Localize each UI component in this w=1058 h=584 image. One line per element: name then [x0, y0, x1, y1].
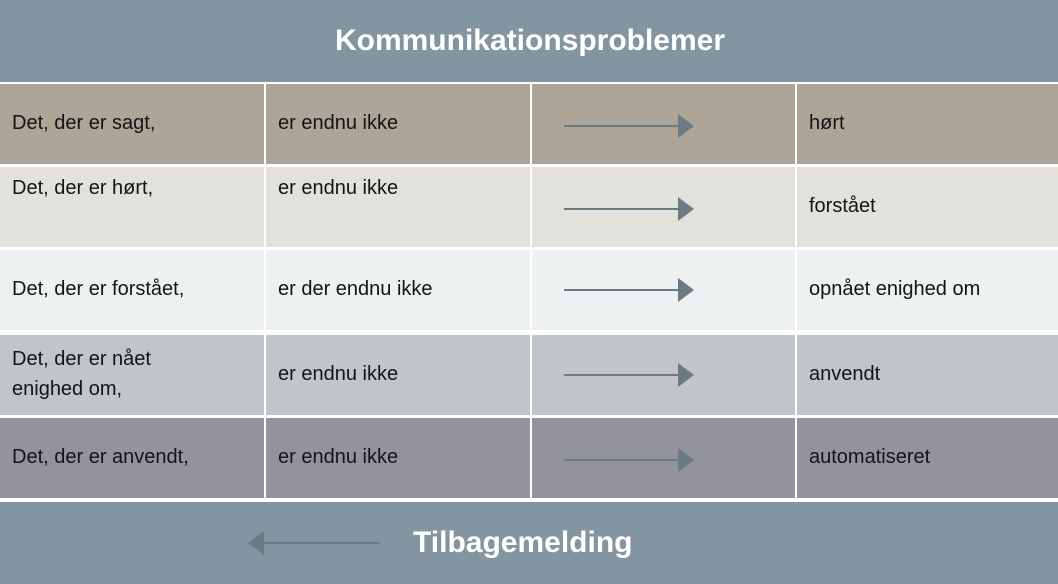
right-arrow-icon	[564, 448, 694, 472]
result-cell: anvendt	[797, 335, 1058, 415]
result-text: forstået	[809, 195, 876, 217]
subject-text: Det, der er forstået,	[12, 278, 185, 300]
right-arrow-icon	[564, 278, 694, 302]
subject-cell: Det, der er hørt,	[0, 167, 264, 247]
header-band: Kommunikationsproblemer	[0, 0, 1058, 82]
condition-cell: er der endnu ikke	[266, 250, 530, 330]
arrow-cell	[532, 418, 795, 498]
diagram-row-2: Det, der er hørt, er endnu ikke forstået	[0, 167, 1058, 247]
condition-text: er endnu ikke	[278, 177, 399, 199]
diagram-row-5: Det, der er anvendt, er endnu ikke autom…	[0, 418, 1058, 498]
right-arrow-icon	[564, 363, 694, 387]
diagram-row-4: Det, der er nået enighed om, er endnu ik…	[0, 335, 1058, 415]
result-text: automatiseret	[809, 446, 931, 468]
diagram-row-1: Det, der er sagt, er endnu ikke hørt	[0, 84, 1058, 164]
arrow-cell	[532, 167, 795, 247]
subject-cell: Det, der er nået enighed om,	[0, 335, 264, 415]
subject-text: Det, der er nået enighed om,	[12, 348, 151, 400]
result-cell: automatiseret	[797, 418, 1058, 498]
result-text: anvendt	[809, 363, 881, 385]
diagram-row-3: Det, der er forstået, er der endnu ikke …	[0, 250, 1058, 330]
condition-text: er endnu ikke	[278, 363, 399, 385]
subject-text: Det, der er hørt,	[12, 177, 154, 199]
result-cell: forstået	[797, 167, 1058, 247]
condition-cell: er endnu ikke	[266, 84, 530, 164]
condition-text: er endnu ikke	[278, 112, 399, 134]
condition-text: er endnu ikke	[278, 446, 399, 468]
right-arrow-icon	[564, 114, 694, 138]
subject-cell: Det, der er forstået,	[0, 250, 264, 330]
arrow-cell	[532, 250, 795, 330]
subject-text: Det, der er anvendt,	[12, 446, 189, 468]
result-cell: opnået enighed om	[797, 250, 1058, 330]
arrow-cell	[532, 335, 795, 415]
subject-cell: Det, der er anvendt,	[0, 418, 264, 498]
result-text: opnået enighed om	[809, 278, 981, 300]
condition-cell: er endnu ikke	[266, 335, 530, 415]
condition-cell: er endnu ikke	[266, 167, 530, 247]
result-text: hørt	[809, 112, 845, 134]
subject-text: Det, der er sagt,	[12, 112, 156, 134]
footer-band: Tilbagemelding	[0, 502, 1058, 584]
arrow-cell	[532, 84, 795, 164]
footer-title: Tilbagemelding	[413, 526, 633, 559]
header-title: Kommunikationsproblemer	[334, 24, 726, 57]
subject-cell: Det, der er sagt,	[0, 84, 264, 164]
left-arrow-icon	[248, 531, 380, 555]
right-arrow-icon	[564, 197, 694, 221]
result-cell: hørt	[797, 84, 1058, 164]
condition-text: er der endnu ikke	[278, 278, 433, 300]
condition-cell: er endnu ikke	[266, 418, 530, 498]
